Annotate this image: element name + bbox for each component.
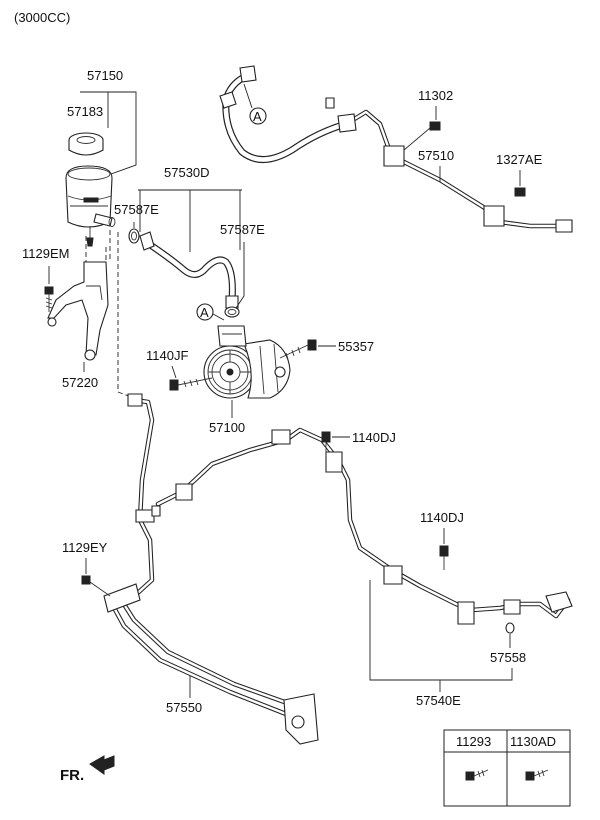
fastener-col-11293: 11293	[456, 734, 491, 749]
cooler-line-57550	[103, 583, 319, 745]
callout-57558: 57558	[490, 650, 526, 665]
return-line-57540e	[155, 427, 573, 625]
pressure-hose-57510	[219, 65, 573, 233]
nut-1327ae	[514, 187, 526, 197]
front-direction-marker: FR.	[60, 755, 115, 784]
bolt-1129ey	[81, 575, 111, 597]
power-steering-pump	[203, 325, 291, 399]
bolt-55357	[279, 339, 317, 360]
fastener-col-1130ad: 1130AD	[510, 734, 556, 749]
callout-1140dj-mid: 1140DJ	[420, 510, 464, 525]
return-pipe-left	[127, 393, 161, 603]
callout-57530d: 57530D	[164, 165, 210, 180]
callout-11302: 11302	[418, 88, 453, 103]
callout-57100: 57100	[209, 420, 245, 435]
bolt-1130ad-icon	[525, 769, 549, 781]
callout-1140jf: 1140JF	[146, 348, 188, 363]
bolt-11302	[403, 121, 441, 151]
callout-1129ey: 1129EY	[62, 540, 108, 555]
connector-a-top	[249, 107, 267, 125]
pump-body	[243, 339, 291, 399]
suction-hose-57530d	[139, 231, 239, 309]
connector-a-top-label: A	[253, 109, 262, 124]
callout-1327ae: 1327AE	[496, 152, 543, 167]
connector-a-pump-label: A	[200, 305, 209, 320]
bolt-1129em	[44, 286, 54, 312]
callout-57183: 57183	[67, 104, 103, 119]
callout-57150: 57150	[87, 68, 123, 83]
callout-57550: 57550	[166, 700, 202, 715]
front-arrow-icon	[89, 755, 115, 775]
front-direction-label: FR.	[60, 767, 84, 784]
reservoir-tank	[65, 165, 113, 228]
reservoir-to-pipe-dashline	[117, 232, 135, 399]
callout-57587e-left: 57587E	[114, 202, 159, 217]
clip-57558	[505, 622, 515, 634]
callout-1129em: 1129EM	[22, 246, 69, 261]
reservoir-bracket	[47, 230, 111, 361]
bolt-11293-icon	[465, 769, 489, 781]
reservoir-cap-body	[68, 140, 104, 156]
engine-variant-label: (3000CC)	[14, 10, 70, 25]
bolt-1140dj-top	[321, 431, 331, 456]
reservoir-assembly	[65, 91, 137, 247]
callout-1140dj-top: 1140DJ	[352, 430, 396, 445]
callout-57220: 57220	[62, 375, 98, 390]
bracket-plate	[47, 261, 109, 356]
bolt-1140dj-mid	[439, 545, 449, 570]
callout-55357: 55357	[338, 339, 374, 354]
bolt-1140jf	[169, 377, 213, 391]
callout-57540e-leader	[369, 580, 513, 681]
callout-57587e-right: 57587E	[220, 222, 265, 237]
callout-57540e: 57540E	[416, 693, 461, 708]
connector-a-pump	[196, 303, 214, 321]
callout-57510: 57510	[418, 148, 454, 163]
fastener-table: 11293 1130AD	[443, 729, 571, 807]
hose-clamp-left	[128, 228, 140, 244]
hose-clamp-right	[224, 306, 240, 318]
